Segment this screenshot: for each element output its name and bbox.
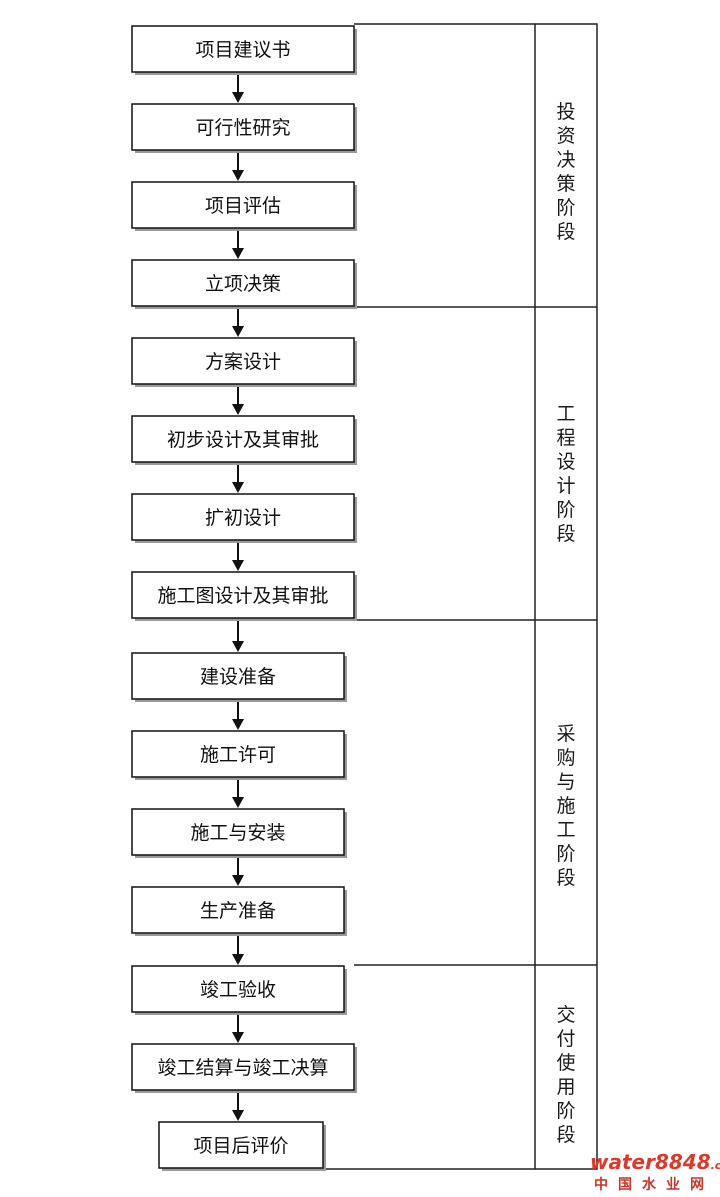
step-label: 扩初设计	[205, 507, 281, 529]
step-box: 生产准备	[131, 886, 347, 936]
stage-label-investment-decision: 投资决策阶段	[556, 101, 576, 243]
step-box: 可行性研究	[131, 103, 357, 153]
flow-arrow-head	[232, 326, 244, 337]
flow-arrow-head	[232, 404, 244, 415]
watermark: water8848.com 中国水业网	[590, 1150, 720, 1194]
step-box-rect	[131, 1043, 355, 1091]
step-label: 施工许可	[200, 744, 276, 766]
flow-arrow	[232, 858, 244, 886]
flow-arrow-head	[232, 719, 244, 730]
step-box-rect	[131, 652, 345, 700]
step-label: 初步设计及其审批	[167, 429, 319, 451]
step-label: 竣工结算与竣工决算	[157, 1057, 328, 1079]
step-box-rect	[158, 1121, 324, 1169]
step-arrows	[232, 75, 244, 1121]
step-box-rect	[131, 808, 345, 856]
stage-label-procurement-construction: 采购与施工阶段	[556, 723, 576, 889]
flow-arrow	[232, 780, 244, 808]
step-box-rect	[131, 571, 355, 619]
step-box-rect	[131, 415, 355, 463]
flow-arrow	[232, 309, 244, 337]
flow-arrow	[232, 702, 244, 730]
step-box-rect	[131, 259, 355, 307]
step-label: 项目评估	[205, 195, 281, 217]
flow-arrow-head	[232, 797, 244, 808]
step-label: 项目后评价	[193, 1135, 288, 1157]
step-boxes: 项目建议书可行性研究项目评估立项决策方案设计初步设计及其审批扩初设计施工图设计及…	[131, 25, 357, 1171]
step-box: 项目后评价	[158, 1121, 326, 1171]
flow-arrow-head	[232, 482, 244, 493]
step-label: 生产准备	[200, 900, 276, 922]
step-box-rect	[131, 886, 345, 934]
step-label: 可行性研究	[195, 117, 290, 139]
step-box: 建设准备	[131, 652, 347, 702]
flow-arrow-head	[232, 954, 244, 965]
flow-arrow-head	[232, 560, 244, 571]
step-box-rect	[131, 965, 345, 1013]
flow-arrow-head	[232, 875, 244, 886]
flow-arrow	[232, 543, 244, 571]
flow-arrow	[232, 153, 244, 181]
step-box-rect	[131, 103, 355, 151]
stage-label-engineering-design: 工程设计阶段	[556, 403, 576, 545]
step-box: 施工图设计及其审批	[131, 571, 357, 621]
stage-frame	[323, 23, 598, 1170]
stage-label-delivery: 交付使用阶段	[556, 1004, 576, 1146]
step-box: 施工与安装	[131, 808, 347, 858]
flow-arrow-head	[232, 641, 244, 652]
flow-arrow	[232, 936, 244, 965]
watermark-logo: water8848.com	[590, 1150, 720, 1174]
step-box: 竣工验收	[131, 965, 347, 1015]
step-box: 立项决策	[131, 259, 357, 309]
flow-arrow-head	[232, 170, 244, 181]
flow-arrow-head	[232, 248, 244, 259]
step-label: 方案设计	[205, 351, 281, 373]
step-box: 项目评估	[131, 181, 357, 231]
flow-arrow-head	[232, 1110, 244, 1121]
flow-arrow	[232, 75, 244, 103]
step-box-rect	[131, 337, 355, 385]
stage-column-border	[534, 23, 598, 1170]
step-box-rect	[131, 730, 345, 778]
step-box-rect	[131, 25, 355, 73]
flow-arrow	[232, 1015, 244, 1043]
step-box: 竣工结算与竣工决算	[131, 1043, 357, 1093]
step-label: 立项决策	[205, 273, 281, 295]
watermark-subtitle: 中国水业网	[594, 1177, 714, 1193]
step-box: 施工许可	[131, 730, 347, 780]
step-box-rect	[131, 493, 355, 541]
step-label: 施工与安装	[190, 822, 285, 844]
flow-arrow-head	[232, 92, 244, 103]
flow-arrow	[232, 231, 244, 259]
step-label: 项目建议书	[195, 39, 290, 61]
step-label: 施工图设计及其审批	[157, 585, 328, 607]
flow-arrow-head	[232, 1032, 244, 1043]
flow-arrow	[232, 465, 244, 493]
step-label: 建设准备	[200, 666, 276, 688]
flow-arrow	[232, 621, 244, 652]
step-box: 扩初设计	[131, 493, 357, 543]
flow-arrow	[232, 1093, 244, 1121]
step-box: 项目建议书	[131, 25, 357, 75]
flow-arrow	[232, 387, 244, 415]
step-box: 初步设计及其审批	[131, 415, 357, 465]
step-label: 竣工验收	[200, 979, 276, 1001]
step-box: 方案设计	[131, 337, 357, 387]
step-box-rect	[131, 181, 355, 229]
